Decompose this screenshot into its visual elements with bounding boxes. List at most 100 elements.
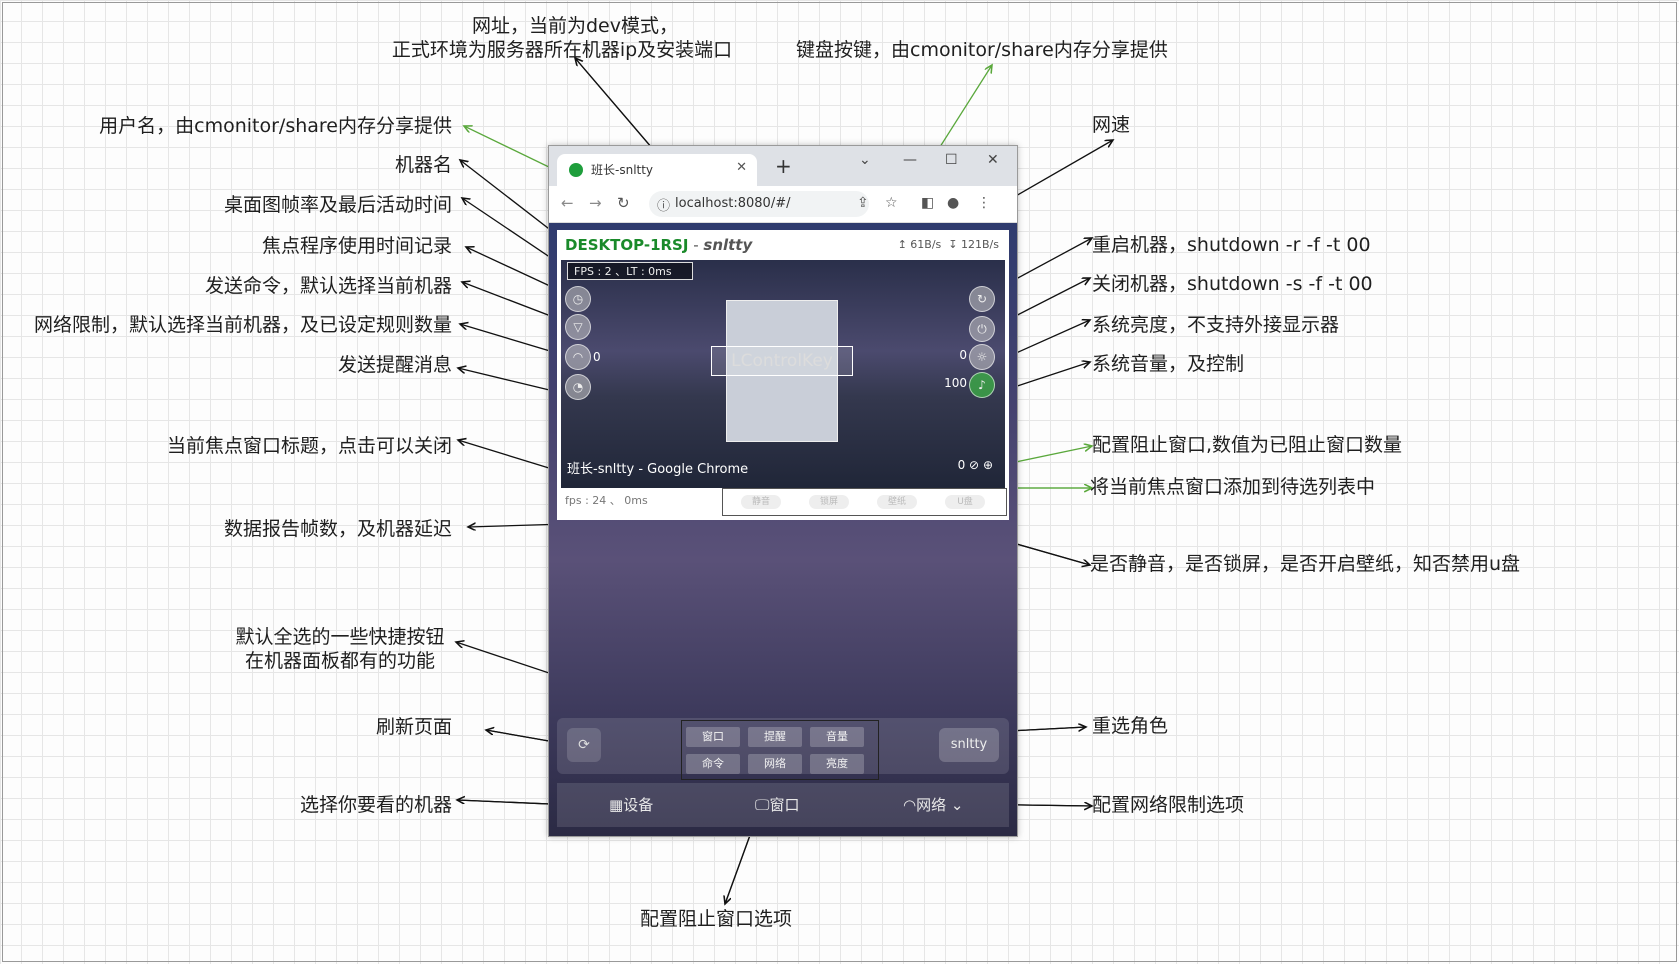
label-net-options: 配置网络限制选项: [1092, 794, 1245, 816]
tab-bar: 班长-snltty ✕ + ⌄ — ☐ ✕: [549, 146, 1017, 186]
machine-header: DESKTOP-1RSJ - snltty: [565, 236, 752, 254]
desktop-screen[interactable]: FPS : 2 、LT : 0ms ◷ ▽ ◠ 0 ◔ LControlKey …: [561, 260, 1005, 488]
chevron-down-icon: ⌄: [950, 796, 964, 814]
back-icon[interactable]: ←: [561, 194, 574, 212]
browser-tab[interactable]: 班长-snltty ✕: [557, 154, 757, 186]
monitor-icon: 🖵: [755, 796, 770, 814]
share-icon[interactable]: ⇪: [857, 195, 869, 211]
toggle-lock[interactable]: 锁屏: [809, 495, 849, 509]
side-panel-icon[interactable]: ◧: [921, 195, 935, 211]
url-text: localhost:8080/#/: [675, 196, 791, 211]
label-send-msg: 发送提醒消息: [337, 354, 452, 376]
nav-network-label: 网络: [916, 796, 947, 814]
fps-indicator: FPS : 2 、LT : 0ms: [567, 262, 693, 280]
tab-title: 班长-snltty: [591, 163, 654, 177]
machine-name: DESKTOP-1RSJ: [565, 236, 689, 254]
label-quick-2: 在机器面板都有的功能: [244, 650, 435, 672]
label-fps-time: 桌面图帧率及最后活动时间: [223, 194, 452, 216]
block-count: 0: [957, 458, 966, 472]
network-limit-icon[interactable]: ◠: [565, 344, 591, 370]
send-command-icon[interactable]: ▽: [565, 314, 591, 340]
toggle-mute[interactable]: 静音: [741, 495, 781, 509]
label-reboot: 重启机器，shutdown -r -f -t 00: [1092, 234, 1371, 256]
close-window-icon[interactable]: ✕: [987, 152, 999, 168]
nav-window-label: 窗口: [769, 796, 800, 814]
nav-window[interactable]: 🖵窗口: [755, 794, 799, 815]
nav-devices-label: 设备: [623, 796, 654, 814]
quick-buttons: 窗口 提醒 音量 命令 网络 亮度: [681, 720, 879, 780]
label-url-2: 正式环境为服务器所在机器ip及安装端口: [391, 39, 733, 61]
new-tab-icon[interactable]: +: [775, 154, 792, 178]
label-machine-name: 机器名: [394, 154, 452, 176]
net-speed: ↥ 61B/s ↧ 121B/s: [898, 238, 999, 251]
quick-network-button[interactable]: 网络: [748, 754, 802, 774]
label-username: 用户名，由cmonitor/share内存分享提供: [99, 115, 452, 137]
forward-icon[interactable]: →: [589, 194, 602, 212]
keyboard-key: LControlKey: [711, 346, 853, 376]
label-toggles: 是否静音，是否锁屏，是否开启壁纸，知否禁用u盘: [1090, 553, 1521, 575]
brightness-value: 0: [959, 348, 967, 362]
tab-search-icon[interactable]: ⌄: [859, 152, 871, 168]
label-reselect-role: 重选角色: [1092, 715, 1169, 737]
label-shutdown: 关闭机器，shutdown -s -f -t 00: [1092, 273, 1373, 295]
machine-user: snltty: [703, 236, 753, 254]
toggle-group: 静音 锁屏 壁纸 U盘: [722, 488, 1007, 516]
wifi-icon: ◠: [903, 796, 917, 814]
bottom-nav: ▦设备 🖵窗口 ◠网络 ⌄: [557, 783, 1009, 827]
focus-window-title[interactable]: 班长-snltty - Google Chrome: [567, 462, 749, 477]
machine-card: DESKTOP-1RSJ - snltty ↥ 61B/s ↧ 121B/s F…: [557, 230, 1009, 520]
label-brightness: 系统亮度，不支持外接显示器: [1092, 314, 1340, 336]
nav-devices[interactable]: ▦设备: [609, 794, 653, 815]
label-select-machine: 选择你要看的机器: [299, 794, 452, 816]
reselect-role-button[interactable]: snltty: [939, 728, 999, 762]
grid-icon: ▦: [609, 796, 624, 814]
profile-icon[interactable]: ●: [947, 195, 960, 211]
refresh-button[interactable]: ⟳: [567, 728, 601, 762]
send-message-icon[interactable]: ◔: [565, 374, 591, 400]
label-block-config: 配置阻止窗口,数值为已阻止窗口数量: [1092, 434, 1403, 456]
label-focus-time: 焦点程序使用时间记录: [261, 235, 452, 257]
label-add-focus: 将当前焦点窗口添加到待选列表中: [1090, 476, 1376, 498]
quick-volume-button[interactable]: 音量: [810, 727, 864, 747]
shutdown-icon[interactable]: ⏻: [969, 316, 995, 342]
label-send-cmd: 发送命令，默认选择当前机器: [204, 275, 452, 297]
remote-window-preview: [726, 300, 838, 442]
nav-network[interactable]: ◠网络 ⌄: [903, 794, 963, 815]
label-net-speed: 网速: [1092, 114, 1131, 136]
brightness-icon[interactable]: ☼: [969, 344, 995, 370]
info-icon[interactable]: ⓘ: [657, 199, 671, 214]
label-keyboard: 键盘按键，由cmonitor/share内存分享提供: [796, 39, 1168, 61]
quick-remind-button[interactable]: 提醒: [748, 727, 802, 747]
reboot-icon[interactable]: ↻: [969, 286, 995, 312]
app-page: DESKTOP-1RSJ - snltty ↥ 61B/s ↧ 121B/s F…: [549, 223, 1017, 836]
volume-value: 100: [944, 376, 967, 390]
maximize-icon[interactable]: ☐: [945, 152, 958, 168]
label-refresh: 刷新页面: [375, 716, 452, 738]
down-speed: ↧ 121B/s: [948, 238, 999, 251]
name-separator: -: [688, 236, 704, 254]
url-field[interactable]: ⓘ localhost:8080/#/: [649, 191, 869, 217]
menu-icon[interactable]: ⋮: [977, 195, 991, 211]
net-rule-count: 0: [593, 350, 601, 364]
label-net-limit: 网络限制，默认选择当前机器，及已设定规则数量: [33, 314, 452, 336]
close-tab-icon[interactable]: ✕: [736, 160, 747, 175]
browser-window: 班长-snltty ✕ + ⌄ — ☐ ✕ ← → ↻ ⓘ localhost:…: [548, 145, 1018, 837]
quick-command-button[interactable]: 命令: [686, 754, 740, 774]
block-window-icon[interactable]: ⊘: [969, 458, 980, 472]
minimize-icon[interactable]: —: [903, 152, 917, 168]
label-quick-1: 默认全选的一些快捷按钮: [235, 626, 445, 648]
quick-window-button[interactable]: 窗口: [686, 727, 740, 747]
reload-icon[interactable]: ↻: [617, 194, 630, 212]
action-panel: ⟳ 窗口 提醒 音量 命令 网络 亮度 snltty: [557, 718, 1009, 780]
quick-brightness-button[interactable]: 亮度: [810, 754, 864, 774]
label-data-report: 数据报告帧数，及机器延迟: [223, 518, 452, 540]
focus-time-icon[interactable]: ◷: [565, 286, 591, 312]
address-bar: ← → ↻ ⓘ localhost:8080/#/ ⇪ ☆ ◧ ● ⋮: [549, 186, 1017, 223]
add-focus-icon[interactable]: ⊕: [982, 458, 993, 472]
report-info: fps : 24 、 0ms: [565, 494, 648, 507]
volume-icon[interactable]: ♪: [969, 372, 995, 398]
toggle-wallpaper[interactable]: 壁纸: [877, 495, 917, 509]
toggle-usb[interactable]: U盘: [945, 495, 985, 509]
window-actions: 0 ⊘ ⊕: [958, 458, 993, 472]
bookmark-star-icon[interactable]: ☆: [885, 195, 898, 211]
